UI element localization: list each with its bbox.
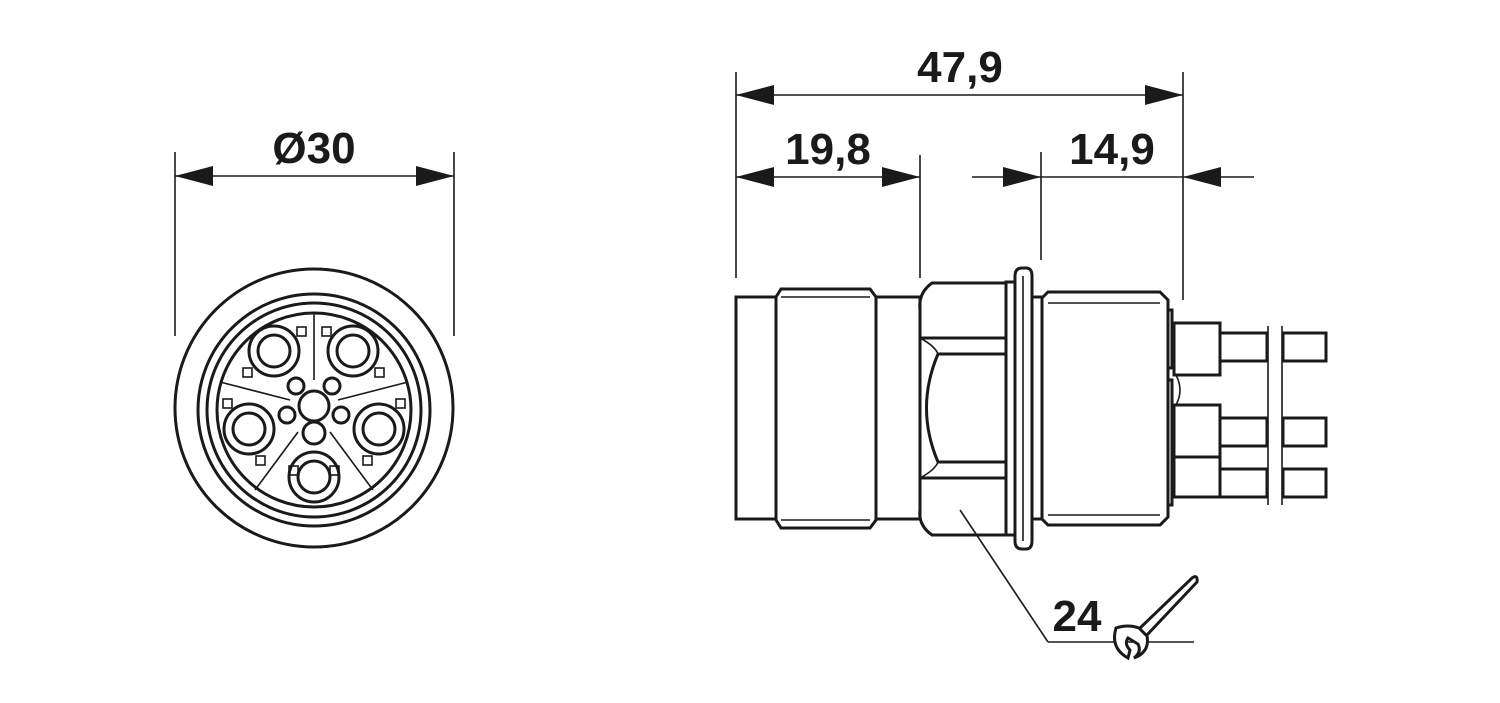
wrench-size-label: 24 bbox=[1053, 592, 1102, 641]
rear-arrow-right bbox=[1183, 167, 1221, 187]
front-length-label: 19,8 bbox=[785, 125, 871, 174]
diameter-arrow-left bbox=[175, 166, 213, 186]
key-tabs bbox=[222, 326, 406, 476]
solder-pins bbox=[1218, 326, 1328, 505]
overall-arrow-right bbox=[1145, 85, 1183, 105]
wrench-leader-line bbox=[959, 509, 1049, 643]
coupling-ring-circle bbox=[196, 292, 432, 528]
contact-pin-top-right bbox=[326, 324, 380, 378]
side-view: 47,9 19,8 14,9 bbox=[734, 43, 1328, 661]
diameter-label: Ø30 bbox=[272, 124, 355, 173]
contact-pin-left bbox=[222, 402, 276, 456]
hex-nut bbox=[918, 281, 1008, 537]
insert-outer-circle bbox=[205, 301, 423, 519]
rear-back-plate bbox=[1168, 308, 1222, 507]
contact-pins bbox=[222, 324, 406, 504]
rear-arrow-left bbox=[1003, 167, 1041, 187]
wrench-size-callout: 24 bbox=[959, 509, 1199, 661]
contact-pin-top-left bbox=[247, 324, 301, 378]
overall-length-label: 47,9 bbox=[917, 43, 1003, 92]
rear-body bbox=[1040, 290, 1170, 527]
front-arrow-right bbox=[882, 167, 920, 187]
overall-arrow-left bbox=[736, 85, 774, 105]
front-view: Ø30 bbox=[173, 124, 455, 549]
diameter-arrow-right bbox=[416, 166, 454, 186]
center-holes bbox=[277, 376, 351, 446]
wrench-icon bbox=[1113, 575, 1199, 661]
outer-housing-circle bbox=[173, 267, 455, 549]
contact-pin-right bbox=[352, 402, 406, 456]
flange bbox=[1004, 266, 1044, 551]
front-sleeve bbox=[734, 287, 922, 530]
insert-spokes bbox=[219, 312, 409, 491]
contact-pin-bottom bbox=[287, 450, 341, 504]
front-arrow-left bbox=[736, 167, 774, 187]
rear-length-label: 14,9 bbox=[1069, 125, 1155, 174]
